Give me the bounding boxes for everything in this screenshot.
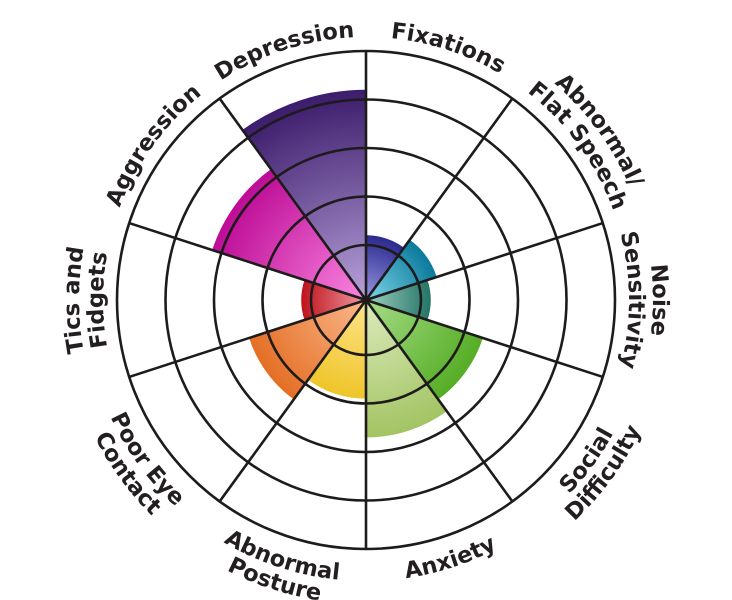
- label-line: Noise: [645, 263, 673, 337]
- label-line: Fixations: [390, 18, 510, 79]
- spoke-2: [364, 97, 514, 301]
- segments-layer: [212, 89, 483, 438]
- center-hub: [362, 296, 370, 304]
- spoke-9: [128, 221, 367, 302]
- segment-abnormal-posture: [308, 300, 366, 399]
- segment-abnormal-flat-speech: [366, 239, 437, 300]
- segment-social-difficulty: [366, 300, 483, 400]
- label-aggression: Aggression: [101, 79, 206, 210]
- label-line: Depression: [210, 17, 355, 86]
- spoke-7: [218, 299, 368, 503]
- label-fixations: Fixations: [390, 18, 510, 79]
- label-line: Fidgets: [83, 250, 113, 350]
- segment-poor-eye-contact: [249, 300, 366, 400]
- segment-depression: [242, 89, 366, 300]
- spoke-5: [364, 299, 514, 503]
- segment-anxiety: [366, 300, 447, 438]
- label-line: Tics and: [59, 245, 90, 356]
- label-abnormal-flat-speech: Abnormal/Flat Speech: [523, 68, 649, 213]
- spoke-3: [365, 221, 604, 302]
- segment-tics-and-fidgets: [301, 280, 366, 320]
- spoke-4: [365, 298, 604, 379]
- spoke-10: [218, 97, 368, 301]
- label-anxiety: Anxiety: [403, 531, 501, 585]
- spoke-8: [128, 298, 367, 379]
- label-line: Anxiety: [403, 531, 501, 585]
- segment-noise-sensitivity: [366, 280, 431, 320]
- label-depression: Depression: [210, 17, 355, 86]
- label-line: Sensitivity: [615, 229, 649, 372]
- spokes-layer: [128, 51, 604, 549]
- label-line: Aggression: [101, 79, 206, 210]
